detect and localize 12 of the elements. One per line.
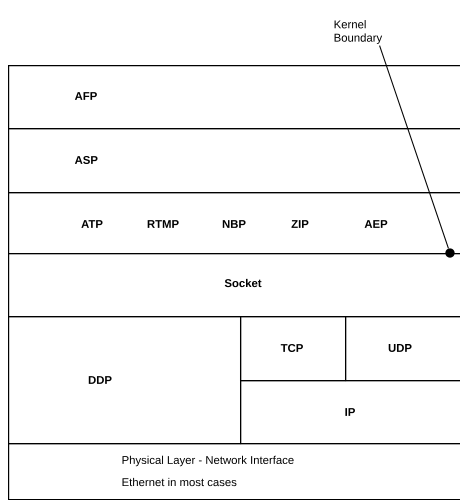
layer-box: ATP RTMP NBP ZIP AEP	[8, 192, 460, 254]
callout-label: Kernel Boundary	[334, 20, 382, 44]
boundary-dot	[445, 248, 455, 258]
layer-box: IP	[240, 380, 460, 444]
layer-box: Socket	[8, 253, 460, 318]
leader-line	[379, 45, 449, 248]
layer-box: AFP	[8, 65, 460, 130]
layer-box: DDP	[8, 316, 242, 444]
layer-box: Physical Layer - Network Interface Ethernet in most cases	[8, 443, 460, 500]
layer-box: ASP	[8, 128, 460, 194]
layer-box: UDP	[345, 316, 460, 382]
layer-box: TCP	[240, 316, 346, 382]
